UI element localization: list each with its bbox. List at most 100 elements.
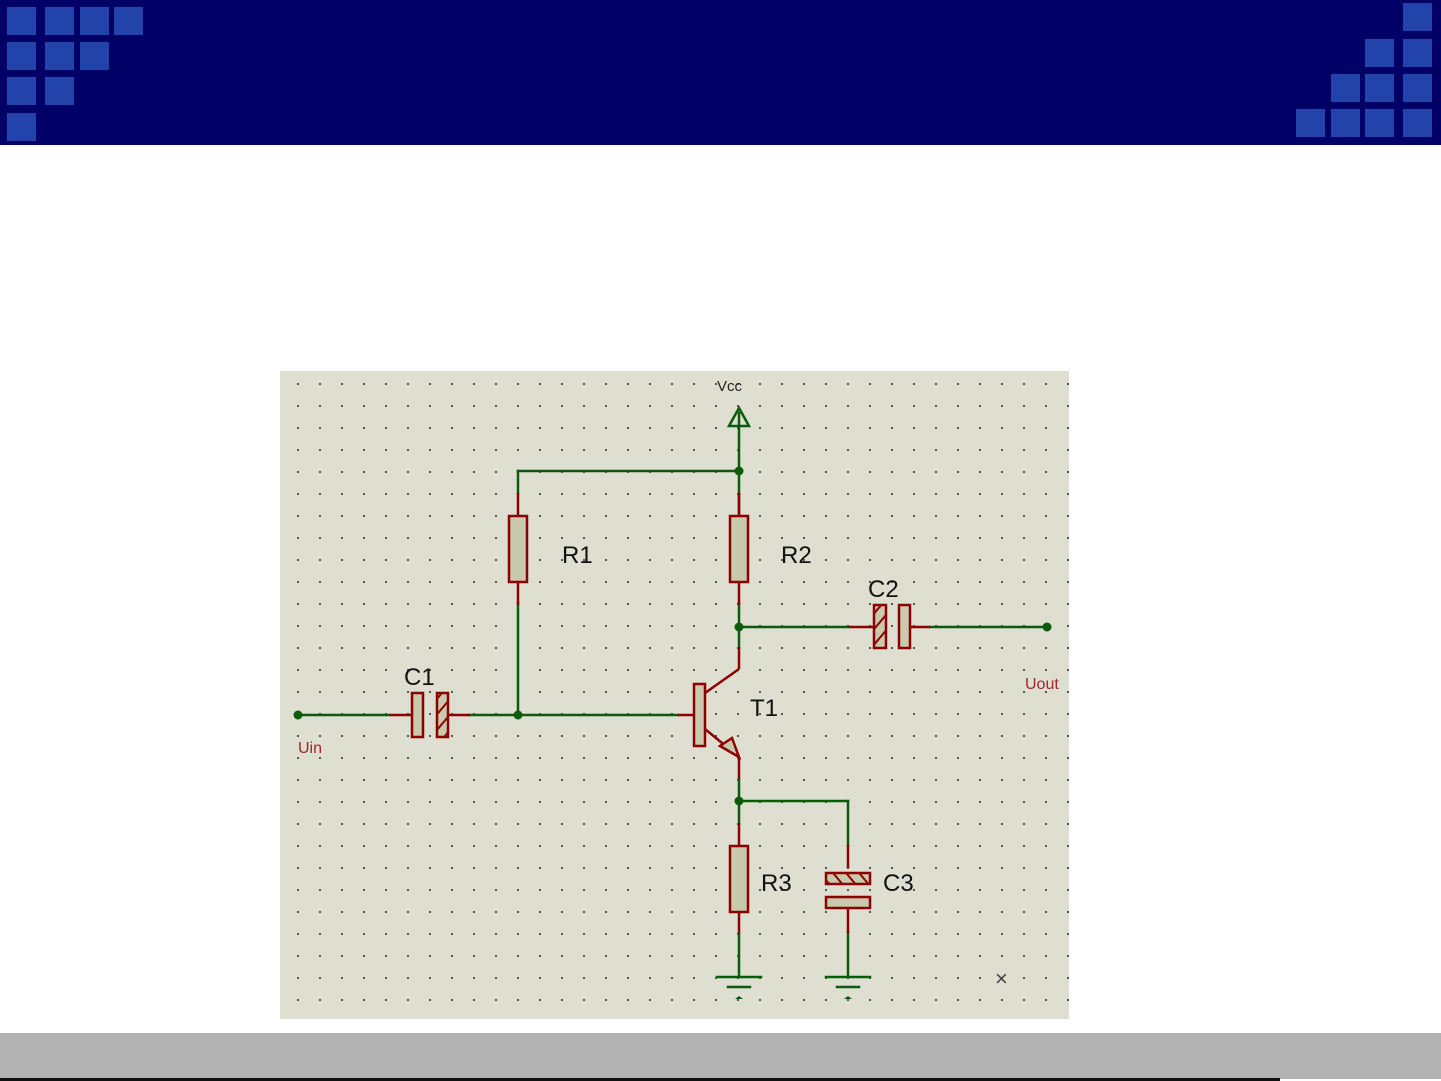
- grid-dot: [539, 691, 541, 693]
- grid-dot: [759, 889, 761, 891]
- grid-dot: [297, 383, 299, 385]
- grid-dot: [649, 493, 651, 495]
- grid-dot: [869, 713, 871, 715]
- grid-dot: [495, 955, 497, 957]
- grid-dot: [891, 691, 893, 693]
- grid-dot: [803, 867, 805, 869]
- grid-dot: [407, 845, 409, 847]
- grid-dot: [1067, 449, 1069, 451]
- grid-dot: [385, 537, 387, 539]
- grid-dot: [979, 779, 981, 781]
- grid-dot: [649, 427, 651, 429]
- grid-dot: [385, 735, 387, 737]
- grid-dot: [429, 603, 431, 605]
- uin-label: Uin: [298, 740, 322, 757]
- grid-dot: [297, 471, 299, 473]
- grid-dot: [979, 757, 981, 759]
- terminal-uin[interactable]: [293, 710, 303, 720]
- grid-dot: [759, 911, 761, 913]
- grid-dot: [473, 427, 475, 429]
- grid-dot: [627, 691, 629, 693]
- grid-dot: [913, 999, 915, 1001]
- grid-dot: [539, 647, 541, 649]
- grid-dot: [891, 537, 893, 539]
- grid-dot: [825, 757, 827, 759]
- grid-dot: [583, 537, 585, 539]
- grid-dot: [495, 405, 497, 407]
- grid-dot: [605, 669, 607, 671]
- grid-dot: [715, 823, 717, 825]
- grid-dot: [825, 405, 827, 407]
- grid-dot: [649, 647, 651, 649]
- capacitor-c2[interactable]: [872, 603, 912, 650]
- grid-dot: [671, 867, 673, 869]
- resistor-r1[interactable]: [507, 514, 529, 584]
- grid-dot: [1023, 779, 1025, 781]
- decor-square: [80, 42, 109, 70]
- grid-dot: [385, 581, 387, 583]
- grid-dot: [385, 911, 387, 913]
- grid-dot: [539, 867, 541, 869]
- grid-dot: [363, 889, 365, 891]
- grid-dot: [429, 867, 431, 869]
- grid-dot: [1067, 471, 1069, 473]
- grid-dot: [627, 537, 629, 539]
- grid-dot: [979, 889, 981, 891]
- grid-dot: [1001, 757, 1003, 759]
- grid-dot: [429, 471, 431, 473]
- grid-dot: [649, 999, 651, 1001]
- grid-dot: [407, 669, 409, 671]
- grid-dot: [693, 603, 695, 605]
- grid-dot: [957, 889, 959, 891]
- capacitor-c1[interactable]: [410, 691, 450, 739]
- grid-dot: [1023, 757, 1025, 759]
- grid-dot: [759, 757, 761, 759]
- terminal-uout[interactable]: [1042, 622, 1052, 632]
- grid-dot: [517, 449, 519, 451]
- grid-dot: [1001, 933, 1003, 935]
- grid-dot: [561, 427, 563, 429]
- grid-dot: [473, 801, 475, 803]
- grid-dot: [407, 471, 409, 473]
- grid-dot: [627, 977, 629, 979]
- component-leads: [390, 493, 930, 933]
- grid-dot: [935, 779, 937, 781]
- grid-dot: [979, 603, 981, 605]
- grid-dot: [627, 889, 629, 891]
- resistor-r3[interactable]: [728, 844, 750, 914]
- grid-dot: [1023, 647, 1025, 649]
- resistor-r2[interactable]: [728, 514, 750, 584]
- grid-dot: [319, 779, 321, 781]
- grid-dot: [869, 449, 871, 451]
- grid-dot: [869, 383, 871, 385]
- decor-square: [1296, 109, 1325, 137]
- grid-dot: [913, 889, 915, 891]
- grid-dot: [539, 757, 541, 759]
- grid-dot: [627, 735, 629, 737]
- grid-dot: [605, 383, 607, 385]
- grid-dot: [1045, 647, 1047, 649]
- grid-dot: [781, 911, 783, 913]
- grid-dot: [935, 427, 937, 429]
- grid-dot: [407, 933, 409, 935]
- grid-dot: [759, 493, 761, 495]
- grid-dot: [341, 471, 343, 473]
- grid-dot: [473, 515, 475, 517]
- grid-dot: [517, 801, 519, 803]
- capacitor-c3[interactable]: [824, 871, 872, 910]
- grid-dot: [539, 405, 541, 407]
- transistor-t1[interactable]: [692, 682, 742, 760]
- grid-dot: [847, 449, 849, 451]
- grid-dot: [671, 625, 673, 627]
- grid-dot: [869, 471, 871, 473]
- grid-dot: [561, 449, 563, 451]
- grid-dot: [1001, 537, 1003, 539]
- grid-dot: [363, 999, 365, 1001]
- grid-dot: [473, 625, 475, 627]
- grid-dot: [693, 537, 695, 539]
- grid-dot: [979, 691, 981, 693]
- grid-dot: [385, 779, 387, 781]
- grid-dot: [363, 581, 365, 583]
- grid-dot: [825, 735, 827, 737]
- grid-dot: [451, 779, 453, 781]
